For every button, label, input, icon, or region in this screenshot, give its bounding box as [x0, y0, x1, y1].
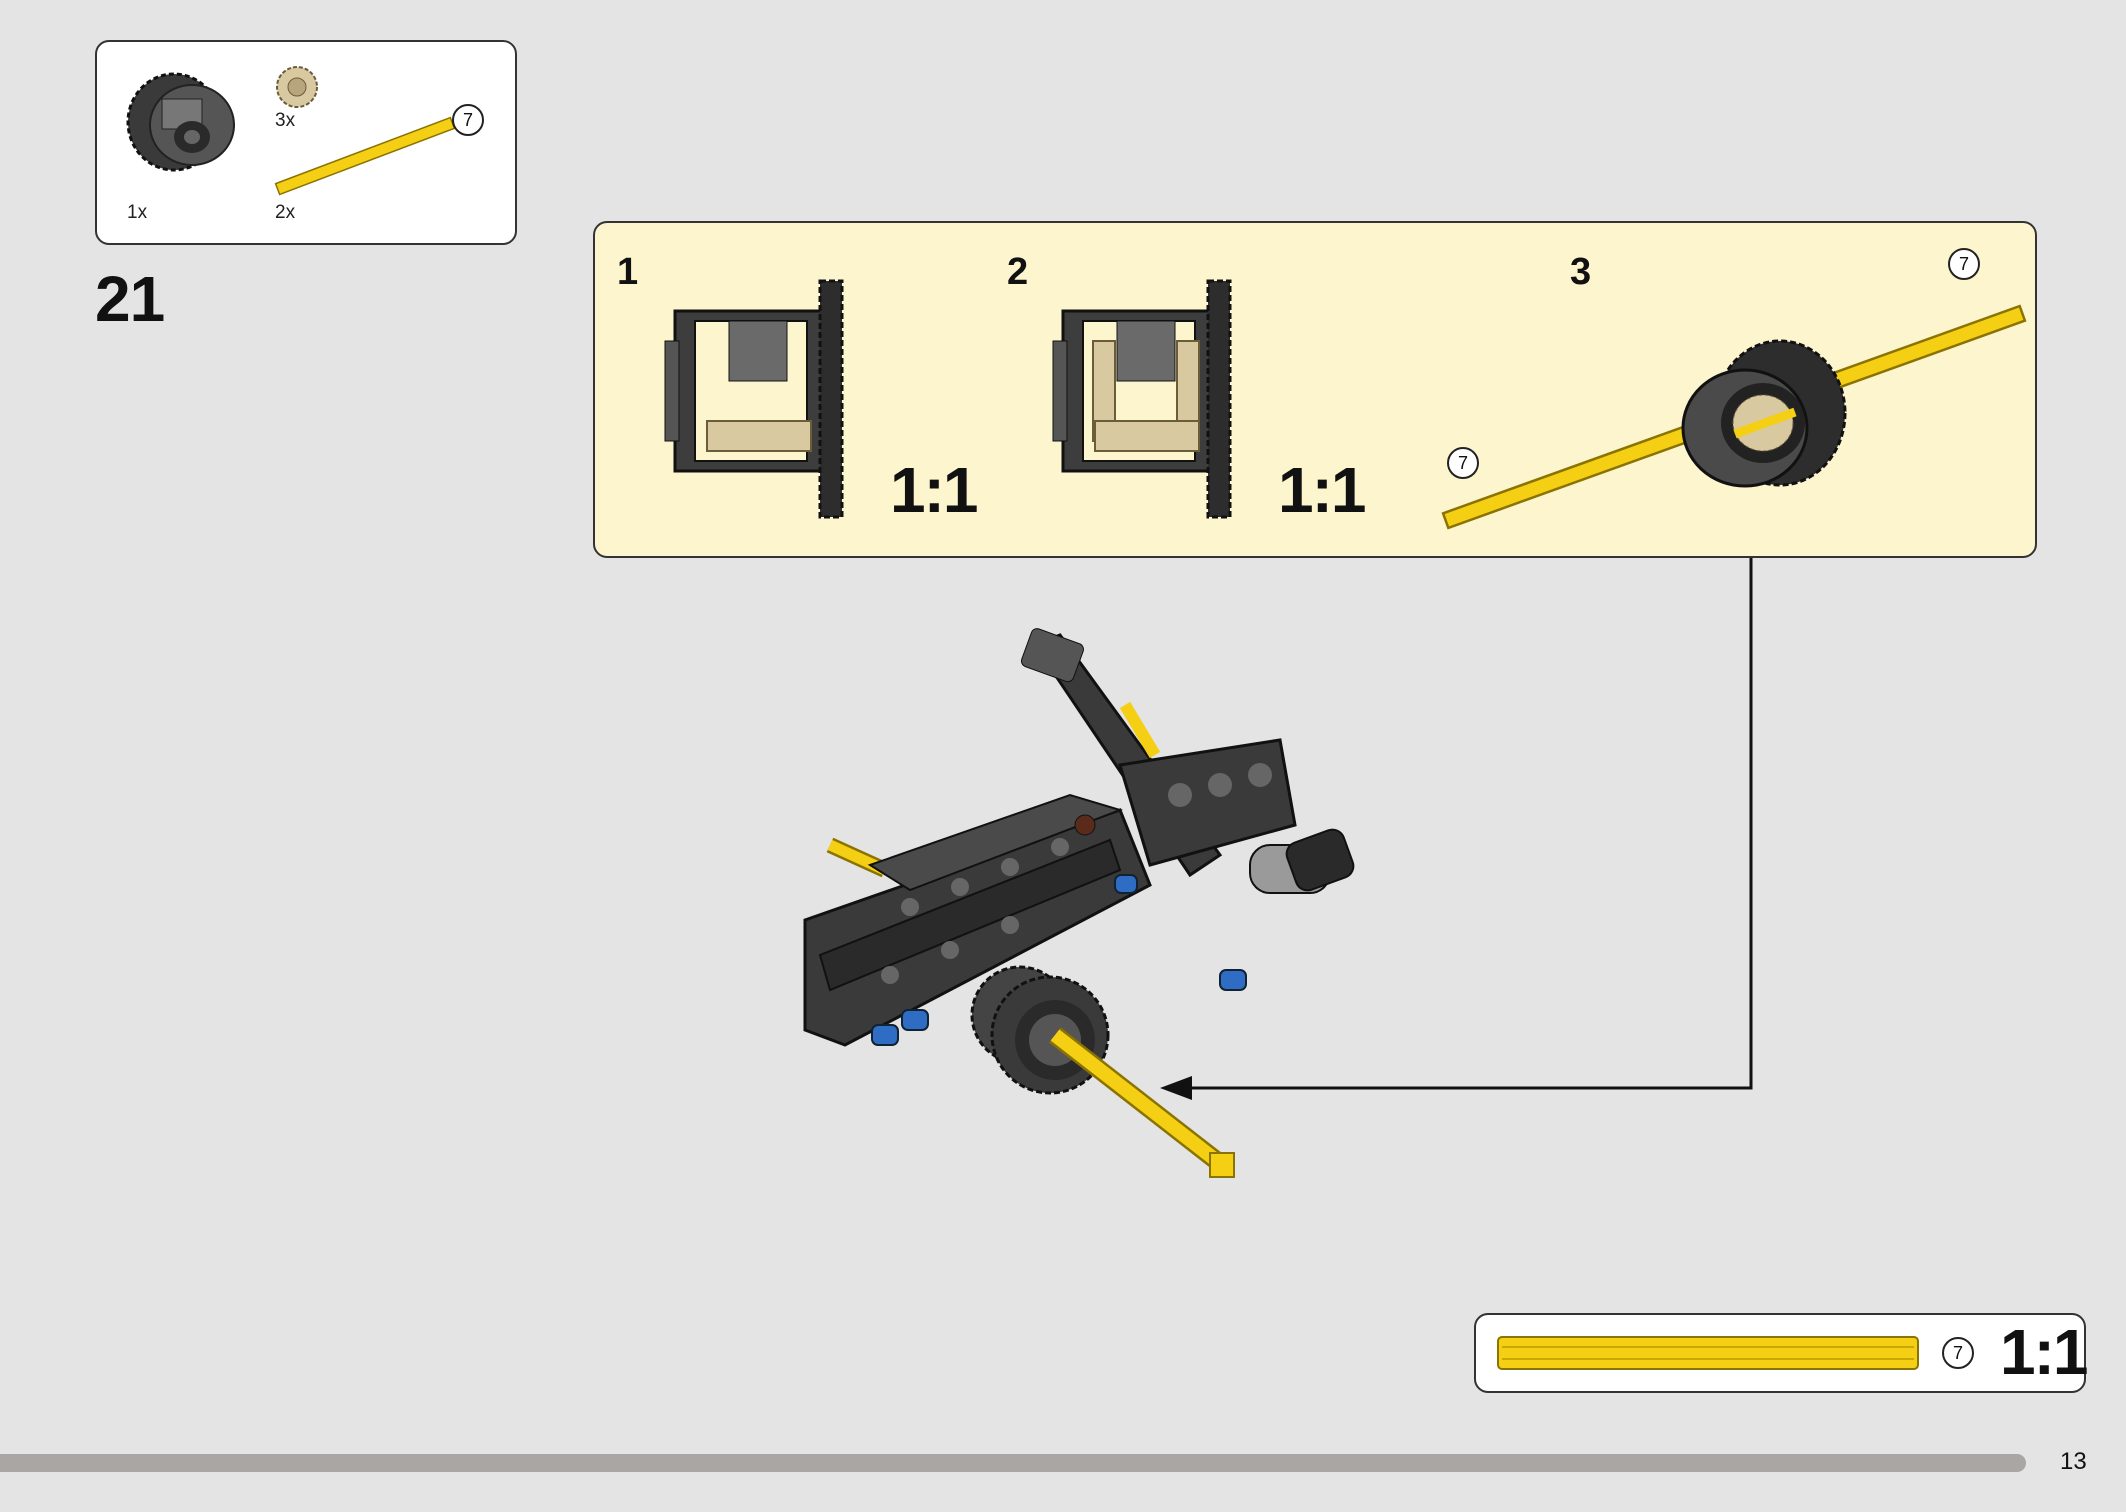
- sub-step-number-1: 1: [617, 251, 639, 293]
- differential-qty: 1x: [127, 202, 148, 223]
- axle-length-callout: 7 1:1: [1474, 1313, 2088, 1393]
- sub-assembly-panel: 1 1:1 2 1:1 3 7 7: [593, 221, 2037, 558]
- sub-step-3-axle-length-top: 7: [1948, 248, 1980, 280]
- axle-part-image: [274, 116, 456, 196]
- axle-length-badge: 7: [452, 104, 484, 136]
- sub-step-3-axle-length-bottom: 7: [1447, 447, 1479, 479]
- parts-list-box: 1x 3x 7 2x: [95, 40, 517, 245]
- main-model-illustration: [803, 628, 1355, 1178]
- axle-callout-ratio: 1:1: [2000, 1316, 2088, 1388]
- step-number: 21: [95, 263, 165, 335]
- axle-qty: 2x: [275, 202, 296, 223]
- sub-step-number-2: 2: [1007, 251, 1029, 293]
- sub-step-number-3: 3: [1570, 251, 1592, 293]
- page-number: 13: [2060, 1448, 2087, 1475]
- bevel-gear-qty: 3x: [275, 110, 296, 131]
- sub-step-3-image: [1441, 304, 2027, 530]
- sub-step-2-image: [1052, 279, 1232, 519]
- bevel-gear-part-image: [276, 66, 318, 108]
- axle-callout-image: [1497, 1336, 1919, 1370]
- axle-callout-length-badge: 7: [1942, 1337, 1974, 1369]
- page-progress-bar: [0, 1454, 2026, 1472]
- sub-step-1-ratio: 1:1: [890, 454, 978, 526]
- differential-part-image: [126, 72, 235, 172]
- sub-step-2-ratio: 1:1: [1278, 454, 1366, 526]
- sub-step-1-image: [664, 279, 844, 519]
